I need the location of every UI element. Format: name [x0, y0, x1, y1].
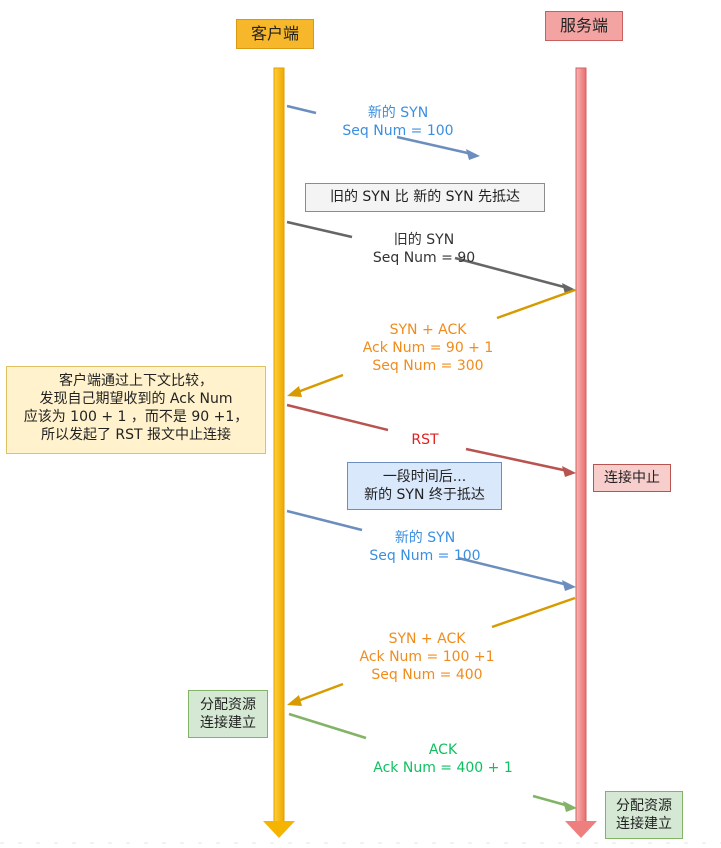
label-line: Seq Num = 400 [371, 667, 483, 683]
label-rst: RST [411, 431, 438, 449]
note-line: 一段时间后... [382, 469, 467, 485]
note-after-a-while: 一段时间后... 新的 SYN 终于抵达 [347, 462, 502, 510]
label-line: ACK [428, 742, 458, 758]
client-header: 客户端 [236, 19, 314, 49]
label-line: Ack Num = 400 + 1 [373, 760, 513, 776]
label-old-syn: 旧的 SYN Seq Num = 90 [373, 231, 475, 267]
label-line: Ack Num = 90 + 1 [362, 340, 494, 356]
note-server-allocate: 分配资源 连接建立 [605, 791, 683, 839]
label-line: Seq Num = 90 [372, 250, 476, 266]
server-lifeline [575, 67, 587, 823]
label-new-syn-2: 新的 SYN Seq Num = 100 [369, 529, 480, 565]
client-lifeline-arrowhead [263, 821, 295, 838]
label-line: Seq Num = 100 [342, 123, 454, 139]
arrow-new-syn-2 [286, 509, 576, 591]
label-line: Seq Num = 100 [369, 548, 481, 564]
note-line: 新的 SYN 终于抵达 [364, 487, 485, 503]
note-client-allocate: 分配资源 连接建立 [188, 690, 268, 738]
label-line: SYN + ACK [388, 631, 466, 647]
label-syn-ack-1: SYN + ACK Ack Num = 90 + 1 Seq Num = 300 [363, 321, 494, 375]
note-line: 分配资源 [616, 798, 672, 814]
arrow-rst [286, 403, 576, 477]
note-connection-aborted: 连接中止 [593, 464, 671, 492]
label-new-syn-1: 新的 SYN Seq Num = 100 [342, 104, 453, 140]
label-line: 新的 SYN [367, 105, 429, 121]
label-line: SYN + ACK [389, 322, 467, 338]
client-lifeline [273, 67, 285, 823]
note-line: 连接建立 [200, 715, 256, 731]
arrow-syn-ack-1 [287, 288, 576, 397]
note-line: 发现自己期望收到的 Ack Num [39, 391, 233, 407]
arrow-syn-ack-2 [287, 596, 576, 706]
label-syn-ack-2: SYN + ACK Ack Num = 100 +1 Seq Num = 400 [359, 630, 494, 684]
arrow-new-syn-1 [286, 104, 480, 160]
note-line: 连接建立 [616, 816, 672, 832]
note-line: 应该为 100 + 1 ，而不是 90 +1， [23, 409, 249, 425]
note-line: 分配资源 [200, 697, 256, 713]
label-ack: ACK Ack Num = 400 + 1 [373, 741, 512, 777]
arrow-ack [288, 712, 577, 812]
note-line: 客户端通过上下文比较， [59, 373, 213, 389]
note-old-syn-first: 旧的 SYN 比 新的 SYN 先抵达 [305, 183, 545, 212]
label-line: 新的 SYN [394, 530, 456, 546]
server-header: 服务端 [545, 11, 623, 41]
label-line: RST [411, 432, 439, 448]
note-client-compare: 客户端通过上下文比较， 发现自己期望收到的 Ack Num 应该为 100 + … [6, 366, 266, 454]
label-line: Ack Num = 100 +1 [359, 649, 495, 665]
label-line: Seq Num = 300 [372, 358, 484, 374]
server-lifeline-arrowhead [565, 821, 597, 838]
label-line: 旧的 SYN [393, 232, 455, 248]
note-line: 所以发起了 RST 报文中止连接 [40, 427, 232, 443]
